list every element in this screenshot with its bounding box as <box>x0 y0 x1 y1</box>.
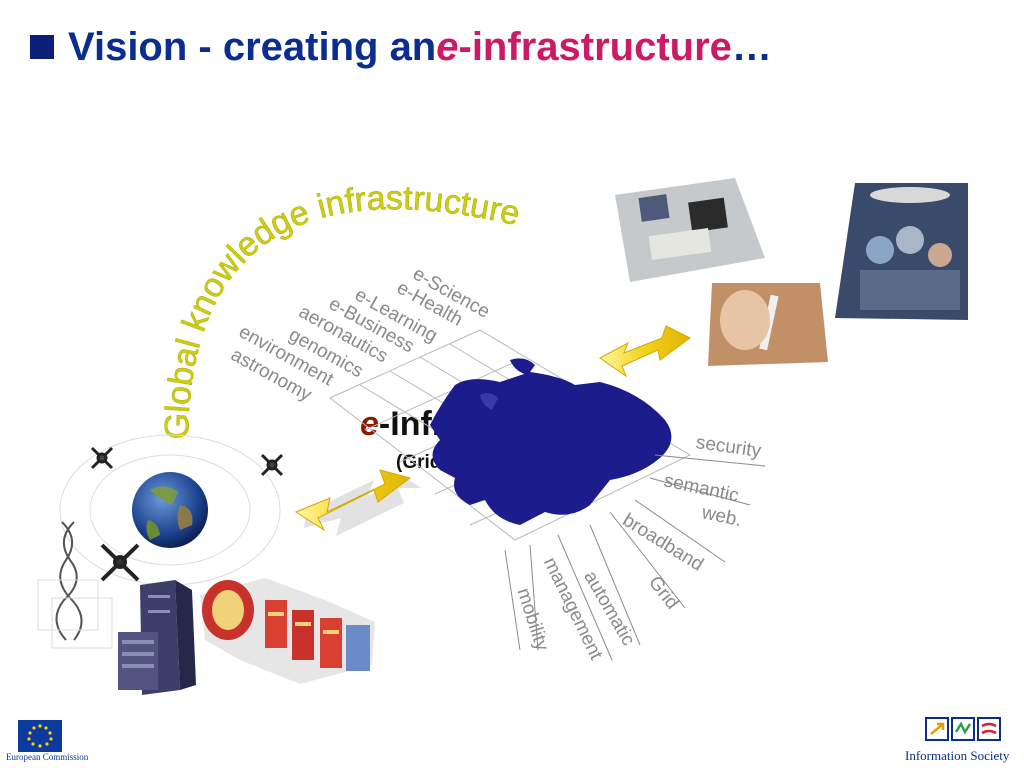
satellite-3 <box>100 543 140 582</box>
photo-surgery <box>835 183 968 320</box>
title-accent-rest: -infrastructure <box>458 24 732 69</box>
earth-globe <box>132 472 208 548</box>
europe-map <box>430 358 672 525</box>
server-rack <box>118 580 196 695</box>
photo-test-tube <box>708 283 828 366</box>
satellite-2 <box>260 453 284 477</box>
title-suffix: … <box>731 24 772 69</box>
photo-lab <box>615 178 765 282</box>
slide-title: Vision - creating an e -infrastructure … <box>30 22 772 72</box>
information-society-logo-text: Information Society <box>905 748 1010 763</box>
square-bullet-icon <box>30 35 54 59</box>
left-double-arrow <box>294 469 421 536</box>
ec-stars <box>27 724 53 748</box>
e-infrastructure-e: e <box>360 405 379 443</box>
feature-lines <box>504 454 766 661</box>
european-commission-logo-text: European Commission <box>6 752 89 762</box>
sketch-squares <box>37 579 113 649</box>
title-prefix: Vision - creating an <box>68 24 437 69</box>
satellite-1 <box>90 446 114 470</box>
right-double-arrow <box>599 325 691 378</box>
title-accent-e: e <box>436 24 459 69</box>
particle-detector <box>200 578 375 684</box>
information-society-logo <box>925 717 1001 741</box>
